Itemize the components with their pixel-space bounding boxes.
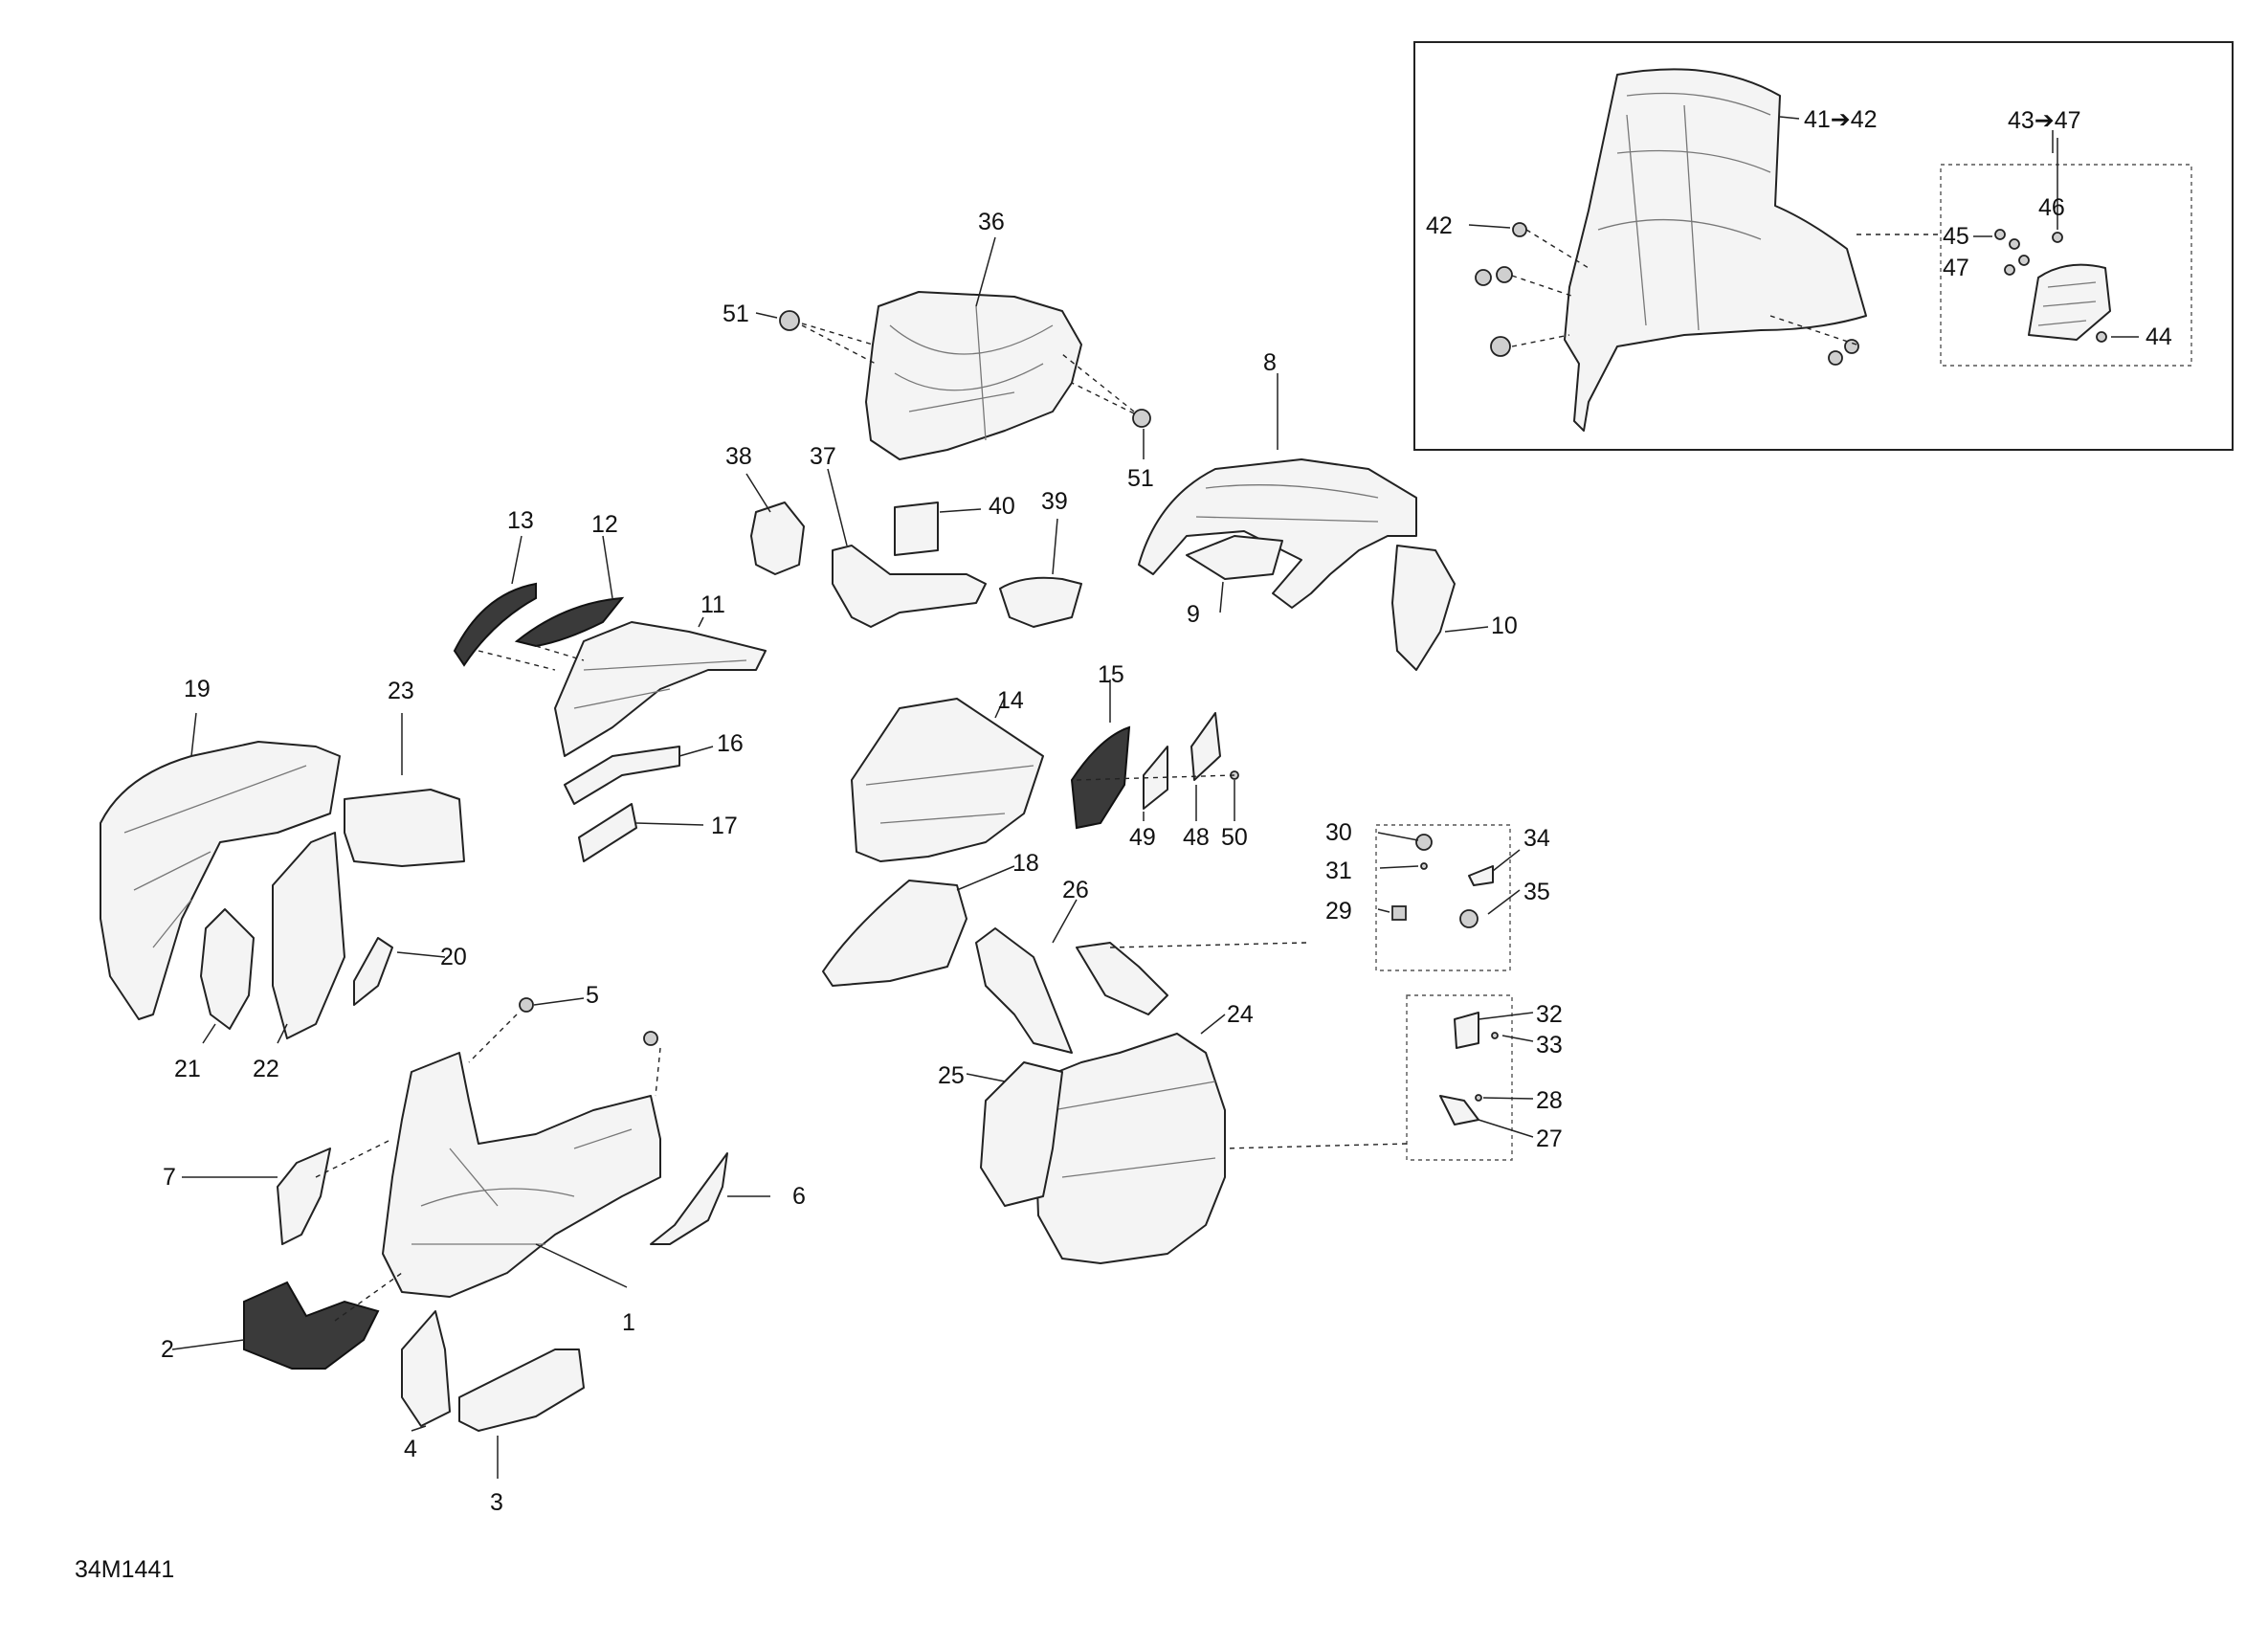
side-panel-part-14 (851, 698, 1044, 862)
mirror-kit-box (1940, 164, 2192, 367)
callout-46: 46 (2038, 194, 2065, 221)
callout-22: 22 (253, 1056, 279, 1082)
callout-27: 27 (1536, 1126, 1563, 1152)
callout-47: 47 (1943, 255, 1969, 281)
headlight-trim-part-6 (650, 1152, 728, 1245)
side-trim-part-10 (1391, 545, 1456, 671)
headlight-housing-part-36 (865, 291, 1082, 460)
callout-43-47: 43➔47 (2008, 107, 2081, 134)
bracket-part-7 (277, 1148, 331, 1245)
callout-32: 32 (1536, 1001, 1563, 1028)
panel-part-26 (975, 927, 1073, 1054)
callout-5: 5 (586, 982, 599, 1009)
callout-6: 6 (792, 1183, 806, 1210)
callout-33: 33 (1536, 1032, 1563, 1059)
callout-37: 37 (810, 443, 836, 470)
callout-38: 38 (725, 443, 752, 470)
lower-trim-part-3 (458, 1348, 585, 1432)
bracket-part-38 (750, 501, 805, 575)
callout-40: 40 (989, 493, 1015, 520)
callout-24: 24 (1227, 1001, 1254, 1028)
windshield-part-41 (1564, 68, 1867, 432)
callout-30: 30 (1325, 819, 1352, 846)
bracket-top-part-26 (1076, 942, 1168, 1015)
front-fascia-part-1 (382, 1052, 661, 1298)
plate-part-48 (1190, 712, 1221, 781)
callout-20: 20 (440, 944, 467, 970)
callout-21: 21 (174, 1056, 201, 1082)
callout-16: 16 (717, 730, 744, 757)
callout-18: 18 (1012, 850, 1039, 877)
mesh-vent-part-12 (514, 596, 625, 648)
callout-3: 3 (490, 1489, 503, 1516)
callout-2: 2 (161, 1336, 174, 1363)
hood-part-8 (1138, 458, 1417, 609)
panel-part-37 (832, 545, 987, 628)
callout-7: 7 (163, 1164, 176, 1191)
callout-45: 45 (1943, 223, 1969, 250)
callout-51-bottom: 51 (1127, 465, 1154, 492)
callout-4: 4 (404, 1436, 417, 1462)
windshield-inset-box (1413, 41, 2234, 451)
callout-41-42: 41➔42 (1804, 106, 1878, 133)
panel-part-22 (272, 832, 345, 1039)
callout-48: 48 (1183, 824, 1210, 851)
callout-50: 50 (1221, 824, 1248, 851)
hood-insert-part-9 (1186, 535, 1283, 580)
callout-11: 11 (700, 591, 725, 618)
panel-part-21 (200, 908, 255, 1030)
callout-39: 39 (1041, 488, 1068, 515)
callout-42: 42 (1426, 212, 1453, 239)
callout-19: 19 (184, 676, 211, 702)
trim-part-16 (564, 746, 680, 805)
panel-part-25 (980, 1061, 1063, 1207)
drawing-code: 34M1441 (75, 1556, 174, 1583)
panel-part-39 (999, 576, 1082, 628)
mesh-vent-part-15 (1070, 725, 1131, 830)
callout-34: 34 (1523, 825, 1550, 852)
callout-23: 23 (388, 678, 414, 704)
callout-26: 26 (1062, 877, 1089, 903)
callout-13: 13 (507, 507, 534, 534)
vent-panel-part-11 (554, 621, 767, 757)
callout-36: 36 (978, 209, 1005, 235)
bracket-part-20 (353, 937, 393, 1006)
callout-17: 17 (711, 813, 738, 839)
mirror-part-46 (2028, 263, 2111, 341)
trim-part-17 (578, 803, 637, 862)
callout-44: 44 (2146, 323, 2172, 350)
panel-part-18 (822, 880, 967, 987)
hardware-box-29-35 (1375, 824, 1511, 971)
callout-10: 10 (1491, 613, 1518, 639)
callout-29: 29 (1325, 898, 1352, 925)
callout-51-top: 51 (723, 301, 749, 327)
callout-9: 9 (1187, 601, 1200, 628)
mesh-grille-part-2 (243, 1281, 380, 1370)
callout-8: 8 (1263, 349, 1277, 376)
callout-31: 31 (1325, 858, 1352, 884)
callout-12: 12 (591, 511, 618, 538)
side-panel-part-24 (1033, 1033, 1226, 1264)
callout-49: 49 (1129, 824, 1156, 851)
callout-35: 35 (1523, 879, 1550, 905)
callout-1: 1 (622, 1309, 635, 1336)
callout-25: 25 (938, 1062, 965, 1089)
callout-28: 28 (1536, 1087, 1563, 1114)
lower-trim-part-4 (401, 1310, 451, 1427)
block-part-40 (894, 501, 939, 556)
mesh-vent-part-13 (453, 582, 537, 667)
block-part-23 (344, 789, 465, 867)
callout-14: 14 (997, 687, 1024, 714)
hardware-box-27-33 (1406, 994, 1513, 1161)
callout-15: 15 (1098, 661, 1124, 688)
